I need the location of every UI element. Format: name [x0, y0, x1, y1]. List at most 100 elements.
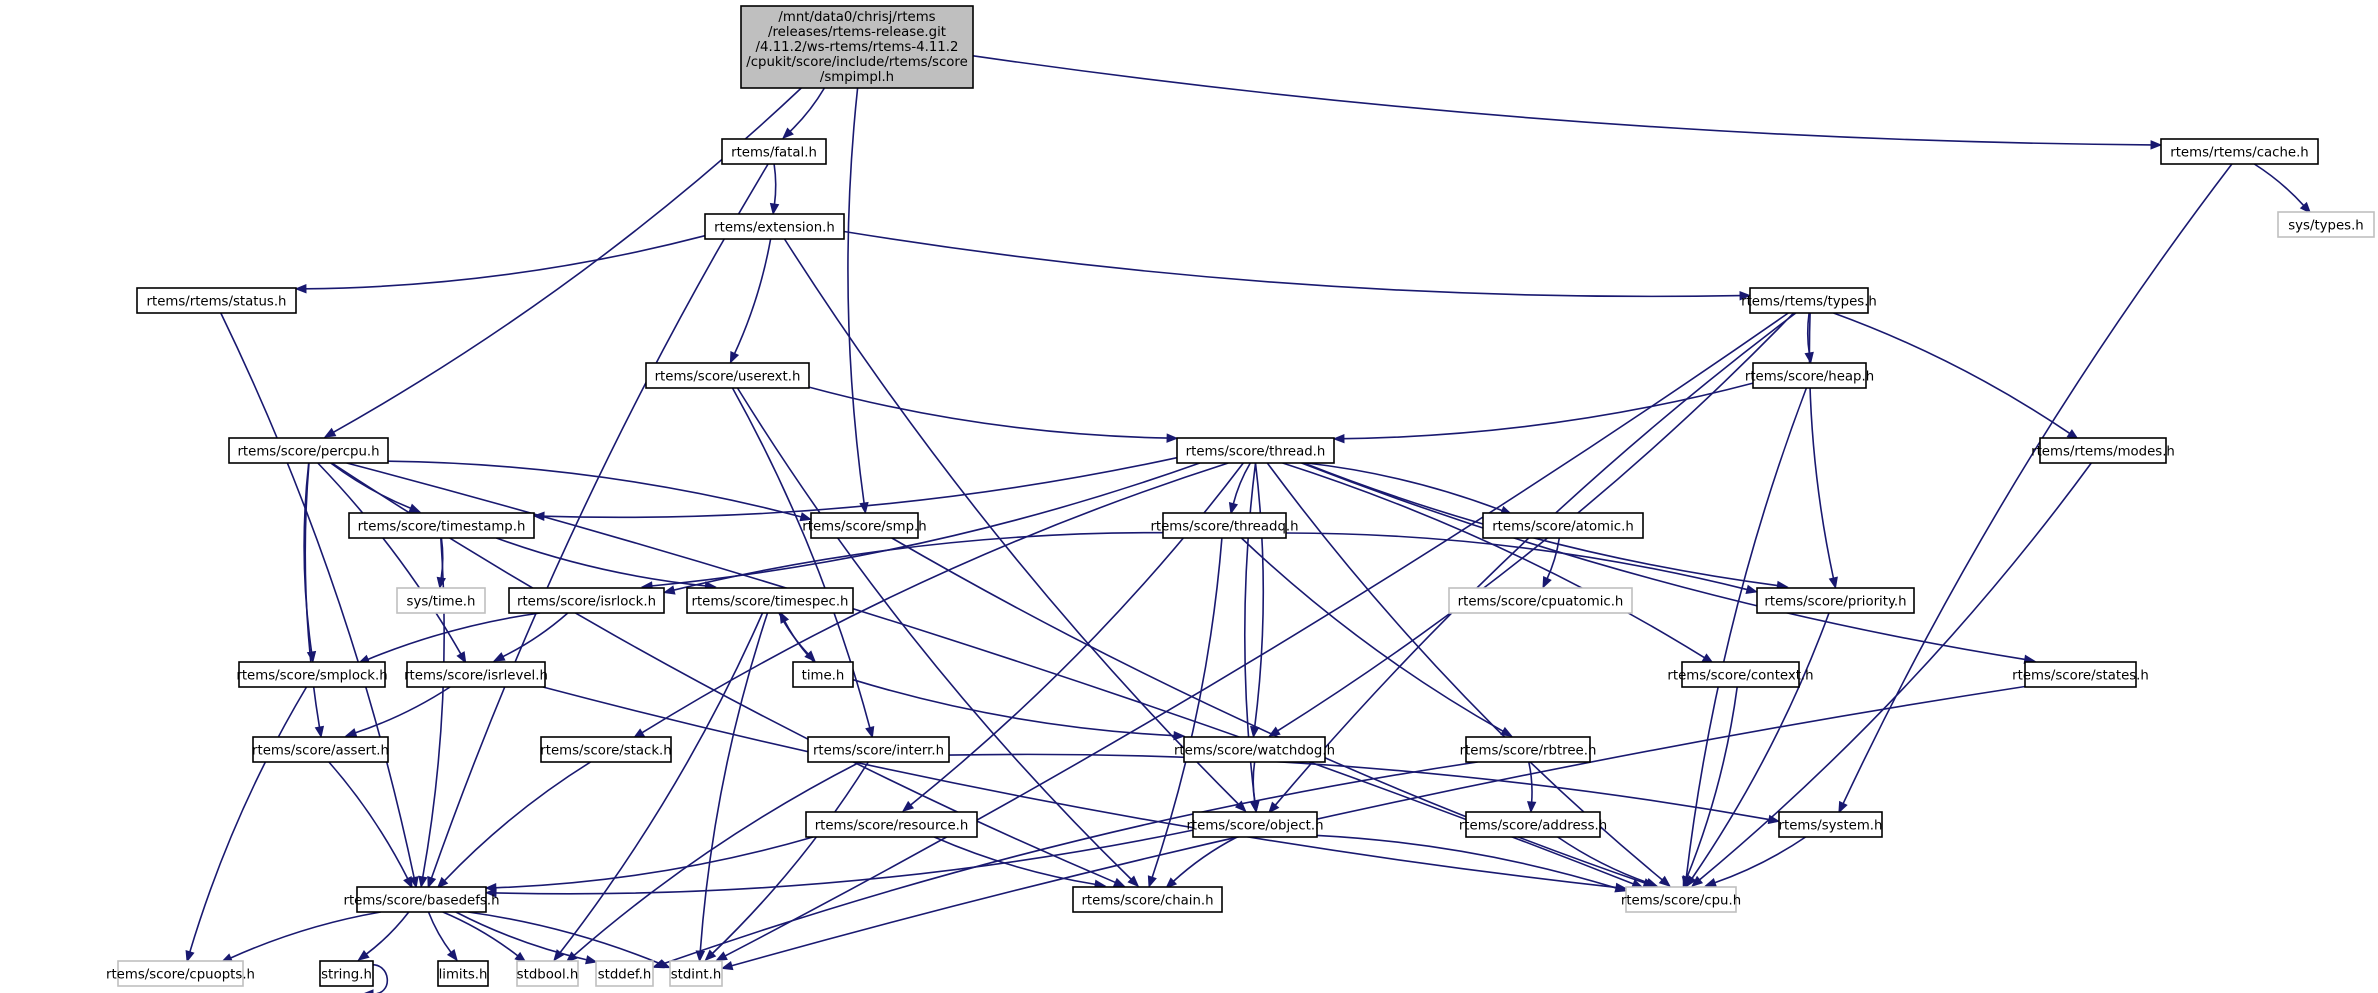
node-cache[interactable]: rtems/rtems/cache.h [2160, 138, 2319, 165]
node-watchdog[interactable]: rtems/score/watchdog.h [1174, 736, 1335, 763]
arrowhead-icon [2150, 140, 2163, 150]
node-percpu[interactable]: rtems/score/percpu.h [228, 437, 389, 464]
node-box [136, 287, 297, 314]
edge-thread-to-threadq [1232, 462, 1251, 505]
node-fatal[interactable]: rtems/fatal.h [721, 138, 827, 165]
node-box [669, 960, 723, 987]
edge-threadq-to-rbtree [1240, 537, 1505, 733]
node-label: rtems/score/threadq.h [1150, 520, 1298, 535]
node-label: stddef.h [598, 968, 652, 983]
node-cpuopts[interactable]: rtems/score/cpuopts.h [106, 960, 255, 987]
node-thread[interactable]: rtems/score/thread.h [1176, 437, 1335, 464]
node-rbtree[interactable]: rtems/score/rbtree.h [1460, 736, 1597, 763]
node-box [704, 213, 845, 240]
node-atomic[interactable]: rtems/score/atomic.h [1482, 512, 1644, 539]
edge-priority-to-cpu [1690, 612, 1830, 880]
arrowhead-icon [729, 351, 740, 364]
node-address[interactable]: rtems/score/address.h [1459, 811, 1607, 838]
arrowhead-icon [859, 501, 869, 515]
node-label: rtems/score/basedefs.h [343, 894, 499, 909]
node-priority[interactable]: rtems/score/priority.h [1756, 587, 1915, 614]
node-heap[interactable]: rtems/score/heap.h [1745, 362, 1874, 389]
node-label: rtems/score/cpu.h [1621, 894, 1741, 909]
node-stdint[interactable]: stdint.h [669, 960, 723, 987]
node-system[interactable]: rtems/system.h [1778, 811, 1883, 838]
edge-thread-to-cpu [1266, 462, 1664, 882]
node-box [117, 960, 244, 987]
node-label: rtems/score/stack.h [540, 744, 671, 759]
arrowhead-icon [323, 427, 337, 438]
node-object[interactable]: rtems/score/object.h [1186, 811, 1324, 838]
node-smp[interactable]: rtems/score/smp.h [802, 512, 927, 539]
node-assert[interactable]: rtems/score/assert.h [252, 736, 389, 763]
arrowhead-icon [364, 989, 374, 993]
root-label-line-5: /smpimpl.h [820, 70, 894, 85]
node-types[interactable]: rtems/rtems/types.h [1741, 287, 1877, 314]
arrowhead-icon [1249, 800, 1260, 814]
node-stdbool[interactable]: stdbool.h [516, 960, 579, 987]
edge-timestamp-to-basedefs [421, 537, 445, 879]
node-stack[interactable]: rtems/score/stack.h [540, 736, 672, 763]
node-status[interactable]: rtems/rtems/status.h [136, 287, 297, 314]
edge-userext-to-thread [808, 386, 1169, 439]
node-label: rtems/score/percpu.h [237, 445, 379, 460]
node-chain[interactable]: rtems/score/chain.h [1072, 886, 1223, 913]
node-timespec[interactable]: rtems/score/timespec.h [686, 587, 854, 614]
arrowhead-icon [456, 651, 467, 664]
arrowhead-icon [532, 511, 545, 521]
edge-root-to-cache [972, 55, 2153, 146]
edge-address-to-cpu [1557, 836, 1649, 884]
root-label-line-2: /releases/rtems-release.git [768, 25, 946, 40]
edge-smplock-to-cpuopts [188, 686, 308, 954]
node-resource[interactable]: rtems/score/resource.h [805, 811, 978, 838]
arrowhead-icon [446, 949, 458, 962]
node-stddef[interactable]: stddef.h [595, 960, 654, 987]
node-isrlevel[interactable]: rtems/score/isrlevel.h [404, 661, 548, 688]
node-label: rtems/fatal.h [731, 146, 817, 161]
node-modes[interactable]: rtems/rtems/modes.h [2031, 437, 2175, 464]
node-timestamp[interactable]: rtems/score/timestamp.h [348, 512, 535, 539]
node-context[interactable]: rtems/score/context.h [1667, 661, 1814, 688]
node-box [1752, 362, 1867, 389]
node-box [1176, 437, 1335, 464]
node-box [1192, 811, 1318, 838]
node-time[interactable]: time.h [792, 661, 854, 688]
node-label: rtems/score/atomic.h [1492, 520, 1634, 535]
node-interr[interactable]: rtems/score/interr.h [807, 736, 950, 763]
node-label: rtems/score/resource.h [815, 819, 969, 834]
node-isrlock[interactable]: rtems/score/isrlock.h [508, 587, 665, 614]
arrowhead-icon [1173, 730, 1186, 741]
arrowhead-icon [1658, 875, 1671, 888]
node-systime[interactable]: sys/time.h [396, 587, 486, 614]
node-root-smpimpl[interactable]: /mnt/data0/chrisj/rtems /releases/rtems-… [740, 5, 974, 89]
arrowhead-icon [427, 875, 437, 889]
node-systypes[interactable]: sys/types.h [2277, 211, 2375, 238]
node-threadq[interactable]: rtems/score/threadq.h [1150, 512, 1299, 539]
node-box [810, 512, 919, 539]
node-box [1482, 512, 1644, 539]
node-states[interactable]: rtems/score/states.h [2012, 661, 2149, 688]
node-label: rtems/score/priority.h [1764, 595, 1906, 610]
node-basedefs[interactable]: rtems/score/basedefs.h [343, 886, 500, 913]
node-limits[interactable]: limits.h [437, 960, 489, 987]
node-smplock[interactable]: rtems/score/smplock.h [236, 661, 388, 688]
node-label: rtems/extension.h [714, 221, 835, 236]
node-box [1756, 587, 1915, 614]
arrowhead-icon [1500, 726, 1513, 737]
arrowhead-icon [565, 951, 578, 963]
edge-states-to-stdint [730, 685, 2026, 967]
arrowhead-icon [408, 503, 422, 513]
edge-timespec-to-stdint [699, 612, 769, 953]
edge-extension-to-status [304, 234, 706, 290]
node-extension[interactable]: rtems/extension.h [704, 213, 845, 240]
node-string[interactable]: string.h [319, 960, 374, 987]
node-cpu[interactable]: rtems/score/cpu.h [1621, 886, 1741, 913]
node-box [1072, 886, 1223, 913]
edge-string-to-string [368, 964, 389, 993]
node-box [792, 661, 854, 688]
node-label: rtems/score/isrlevel.h [404, 669, 548, 684]
node-userext[interactable]: rtems/score/userext.h [645, 362, 810, 389]
node-cpuatomic[interactable]: rtems/score/cpuatomic.h [1448, 587, 1633, 614]
edge-thread-to-states [1301, 462, 2026, 661]
